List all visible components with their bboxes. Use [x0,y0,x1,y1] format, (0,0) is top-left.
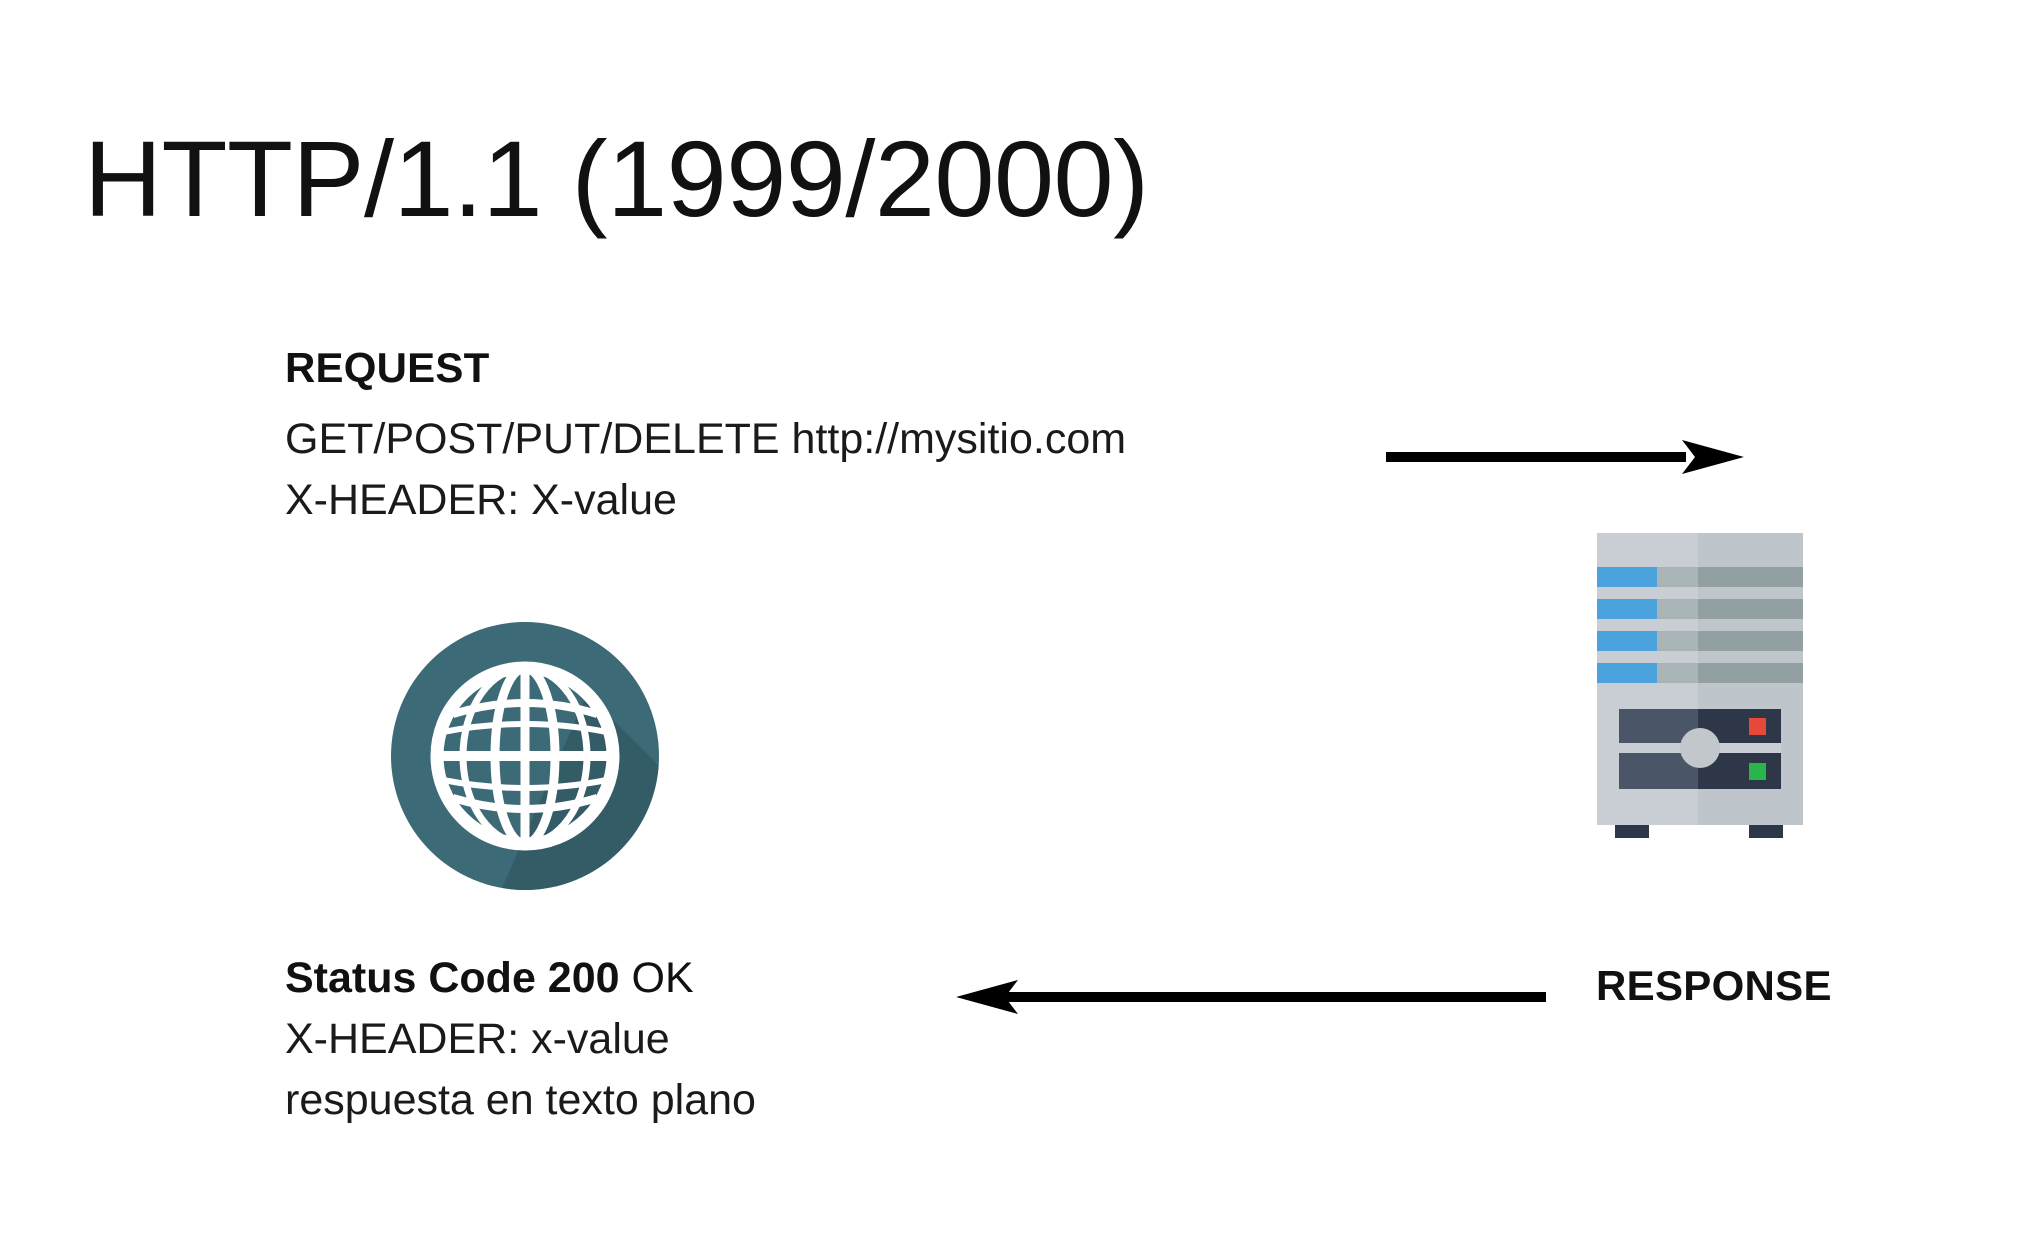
response-header-line: X-HEADER: x-value [285,1015,670,1064]
arrow-right-icon [1386,428,1746,486]
server-tower-icon [1597,533,1803,843]
status-code-value: Status Code 200 [285,954,620,1002]
page-title: HTTP/1.1 (1999/2000) [84,118,1149,239]
request-header-line: X-HEADER: X-value [285,475,677,524]
request-heading: REQUEST [285,344,490,391]
request-text-block: REQUEST GET/POST/PUT/DELETE http://mysit… [285,340,1185,531]
globe-icon [391,622,659,890]
status-code-line: Status Code 200 OK [285,948,1285,1009]
response-label: RESPONSE [1596,962,1832,1009]
request-methods-url-line: GET/POST/PUT/DELETE http://mysitio.com [285,414,1127,463]
response-body-line: respuesta en texto plano [285,1076,756,1125]
response-text-block: Status Code 200 OK X-HEADER: x-value res… [285,948,1285,1131]
status-code-reason: OK [619,954,694,1002]
arrow-left-icon [952,968,1546,1026]
